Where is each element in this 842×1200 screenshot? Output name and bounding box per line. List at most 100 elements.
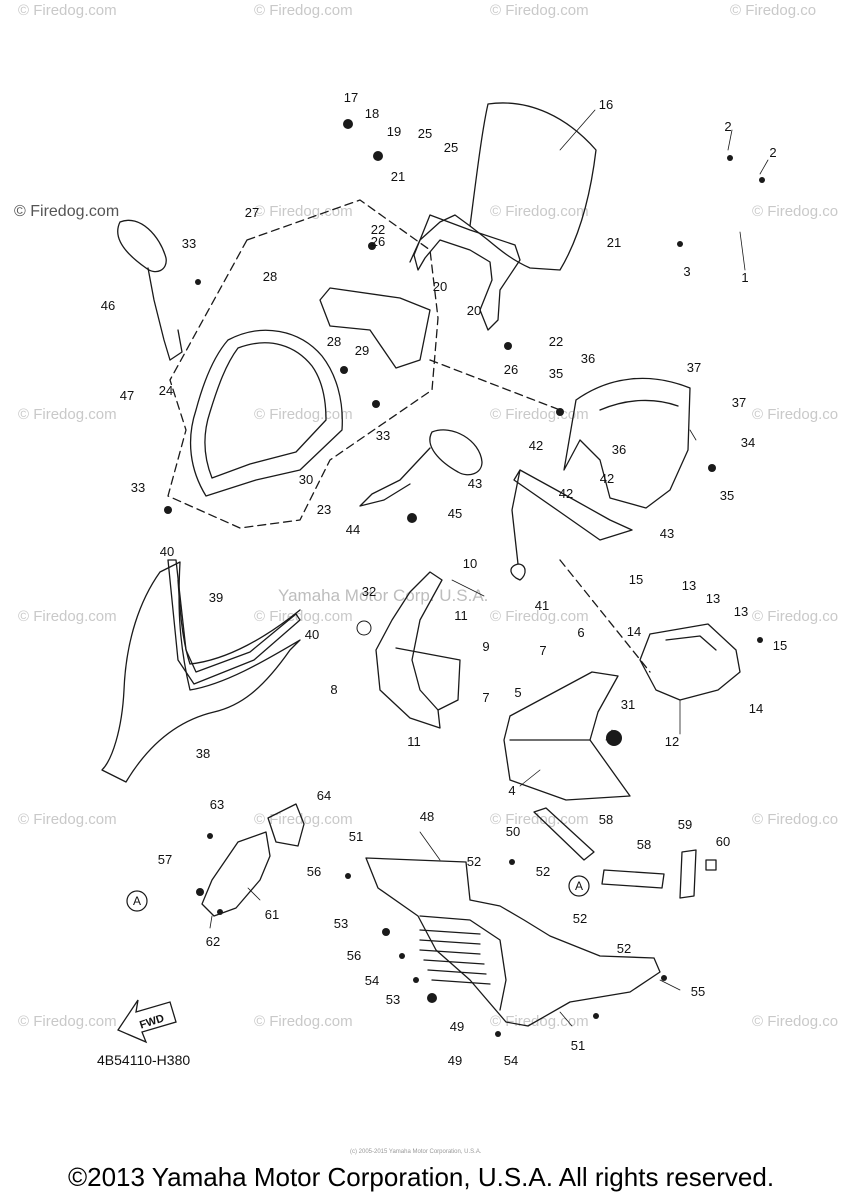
part-number-callout: 20 <box>433 279 447 294</box>
part-number-callout: 40 <box>160 544 174 559</box>
watermark: © Firedog.com <box>18 608 117 625</box>
part-number-callout: 43 <box>468 476 482 491</box>
reference-marker-a: A <box>568 875 590 897</box>
watermark: © Firedog.com <box>490 608 589 625</box>
part-number-callout: 63 <box>210 797 224 812</box>
part-number-callout: 16 <box>599 97 613 112</box>
part-number-callout: 57 <box>158 852 172 867</box>
side-panel-part <box>375 571 443 729</box>
mirror-right-part <box>429 429 483 476</box>
part-number-callout: 33 <box>182 236 196 251</box>
part-number-callout: 7 <box>539 643 546 658</box>
part-number-callout: 41 <box>535 598 549 613</box>
part-number-callout: 35 <box>549 366 563 381</box>
part-number-callout: 36 <box>581 351 595 366</box>
reference-marker-a: A <box>126 890 148 912</box>
mirror-left-part <box>117 219 167 273</box>
upper-cowl-part <box>189 329 343 497</box>
part-number-callout: 61 <box>265 907 279 922</box>
part-number-callout: 22 <box>371 222 385 237</box>
part-number-callout: 26 <box>371 234 385 249</box>
part-number-callout: 9 <box>482 639 489 654</box>
part-number-callout: 56 <box>347 948 361 963</box>
part-number-callout: 7 <box>482 690 489 705</box>
part-number-callout: 27 <box>245 205 259 220</box>
watermark: © Firedog.co <box>730 2 817 19</box>
watermark: © Firedog.com <box>490 1013 589 1030</box>
part-number-callout: 12 <box>665 734 679 749</box>
windscreen-part <box>469 102 597 271</box>
part-number-callout: 2 <box>724 119 731 134</box>
copyright-notice: ©2013 Yamaha Motor Corporation, U.S.A. A… <box>67 1162 775 1192</box>
watermark: © Firedog.com <box>490 406 589 423</box>
part-number-callout: 46 <box>101 298 115 313</box>
part-number-callout: 8 <box>330 682 337 697</box>
part-number-callout: 30 <box>299 472 313 487</box>
part-number-callout: 33 <box>376 428 390 443</box>
tiny-copyright-note: (c) 2005-2015 Yamaha Motor Corporation, … <box>350 1149 482 1155</box>
sub-bracket-part <box>201 831 271 917</box>
part-number-callout: 14 <box>627 624 641 639</box>
part-number-callout: 42 <box>529 438 543 453</box>
part-number-callout: 25 <box>418 126 432 141</box>
watermark: © Firedog.com <box>254 608 353 625</box>
part-number-callout: 28 <box>263 269 277 284</box>
part-number-callout: 6 <box>577 625 584 640</box>
watermark: © Firedog.com <box>254 406 353 423</box>
part-number-callout: 31 <box>621 697 635 712</box>
part-number-callout: 53 <box>386 992 400 1007</box>
inner-fairing-part <box>563 377 691 509</box>
watermark: © Firedog.co <box>752 608 839 625</box>
part-number-callout: 42 <box>600 471 614 486</box>
part-number-callout: 58 <box>637 837 651 852</box>
filler-part <box>601 869 665 889</box>
front-cowl-part <box>101 561 301 783</box>
part-number-callout: 26 <box>504 362 518 377</box>
part-number-callout: 52 <box>617 941 631 956</box>
part-number-callout: 55 <box>691 984 705 999</box>
part-number-callout: 54 <box>504 1053 518 1068</box>
part-number-callout: 15 <box>629 572 643 587</box>
stay-part <box>513 469 633 541</box>
part-number-callout: 53 <box>334 916 348 931</box>
part-number-callout: 28 <box>327 334 341 349</box>
part-number-callout: 39 <box>209 590 223 605</box>
watermark: © Firedog.com <box>18 811 117 828</box>
part-number-callout: 15 <box>773 638 787 653</box>
part-number-callout: 44 <box>346 522 360 537</box>
part-number-callout: 13 <box>682 578 696 593</box>
watermark: © Firedog.com <box>254 1013 353 1030</box>
part-number-callout: 64 <box>317 788 331 803</box>
part-number-callout: 4 <box>508 783 515 798</box>
part-number-callout: 47 <box>120 388 134 403</box>
part-number-callout: 25 <box>444 140 458 155</box>
part-number-callout: 42 <box>559 486 573 501</box>
part-number-callout: 51 <box>349 829 363 844</box>
forward-arrow-icon: FWD <box>117 999 177 1044</box>
air-duct-part <box>639 623 741 701</box>
svg-text:A: A <box>133 894 141 908</box>
part-number-callout: 21 <box>391 169 405 184</box>
part-number-callout: 33 <box>131 480 145 495</box>
part-number-callout: 3 <box>683 264 690 279</box>
part-number-callout: 62 <box>206 934 220 949</box>
part-number-callout: 52 <box>573 911 587 926</box>
part-number-callout: 49 <box>450 1019 464 1034</box>
part-number-callout: 38 <box>196 746 210 761</box>
part-number-callout: 11 <box>407 734 421 749</box>
part-number-callout: 45 <box>448 506 462 521</box>
watermark: © Firedog.com <box>18 1013 117 1030</box>
part-number-callout: 58 <box>599 812 613 827</box>
diagram-code: 4B54110-H380 <box>97 1052 191 1068</box>
part-number-callout: 1 <box>741 270 748 285</box>
inner-panel-part <box>319 287 431 369</box>
part-number-callout: 37 <box>732 395 746 410</box>
part-number-callout: 35 <box>720 488 734 503</box>
part-number-callout: 13 <box>706 591 720 606</box>
watermark: © Firedog.co <box>752 203 839 220</box>
part-number-callout: 60 <box>716 834 730 849</box>
watermark: © Firedog.co <box>752 1013 839 1030</box>
guard-part <box>267 803 305 847</box>
